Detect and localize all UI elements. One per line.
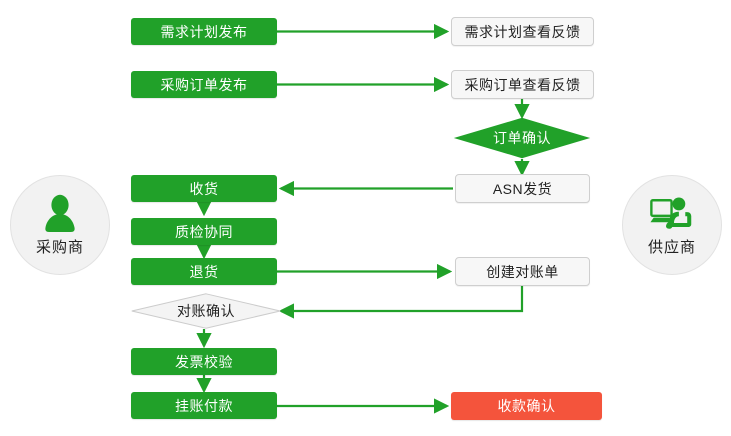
node-demand-plan-review[interactable]: 需求计划查看反馈: [451, 17, 594, 46]
diamond-shape: [453, 117, 591, 159]
node-accrual-payment[interactable]: 挂账付款: [131, 392, 277, 419]
node-order-confirm-label: 订单确认: [493, 130, 551, 146]
node-demand-plan-publish[interactable]: 需求计划发布: [131, 18, 277, 45]
node-receive-goods[interactable]: 收货: [131, 175, 277, 202]
edge-n10-n11: [278, 286, 524, 319]
node-order-confirm[interactable]: 订单确认: [453, 117, 591, 159]
person-icon: [45, 194, 75, 232]
node-asn-shipment[interactable]: ASN发货: [455, 174, 590, 203]
node-create-reconciliation[interactable]: 创建对账单: [455, 257, 590, 286]
node-quality-inspection[interactable]: 质检协同: [131, 218, 277, 245]
node-payment-receipt-confirm[interactable]: 收款确认: [451, 392, 602, 420]
actor-supplier-label: 供应商: [647, 238, 696, 256]
node-purchase-order-review[interactable]: 采购订单查看反馈: [451, 70, 594, 99]
node-purchase-order-publish[interactable]: 采购订单发布: [131, 71, 277, 98]
node-reconciliation-confirm-label: 对账确认: [177, 303, 235, 319]
diamond-shape: [131, 293, 281, 329]
person-at-computer-icon: [650, 197, 692, 229]
node-reconciliation-confirm[interactable]: 对账确认: [131, 293, 281, 329]
node-invoice-verification[interactable]: 发票校验: [131, 348, 277, 375]
node-return-goods[interactable]: 退货: [131, 258, 277, 285]
actor-buyer-label: 采购商: [35, 238, 84, 256]
actor-buyer[interactable]: 采购商: [10, 175, 110, 275]
actor-supplier[interactable]: 供应商: [622, 175, 722, 275]
